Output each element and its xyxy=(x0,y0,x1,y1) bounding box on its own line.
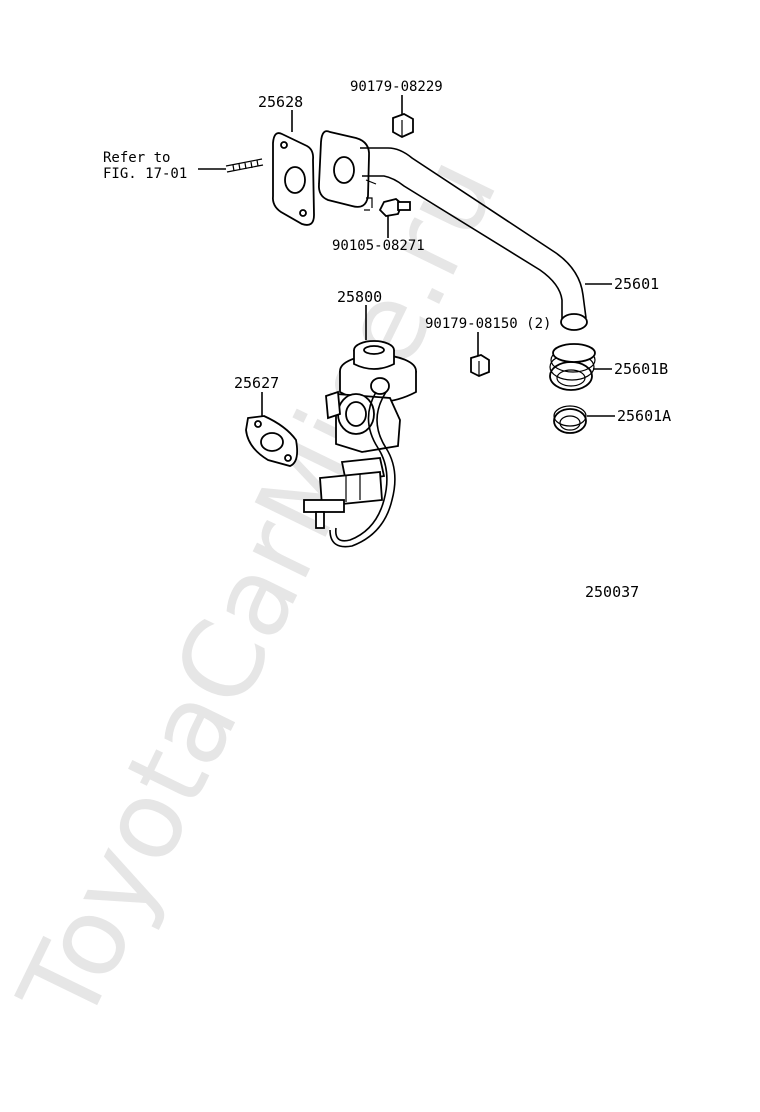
gasket-25628 xyxy=(272,132,315,226)
reference-note-line2: FIG. 17-01 xyxy=(103,166,187,182)
stud-bolt xyxy=(225,158,264,173)
bellows-25601B xyxy=(549,343,596,391)
label-90105-08271: 90105-08271 xyxy=(332,238,425,254)
label-90179-08150: 90179-08150 (2) xyxy=(425,316,551,332)
label-25627: 25627 xyxy=(234,374,279,392)
nut-90179-08229 xyxy=(392,113,414,139)
label-25601A: 25601A xyxy=(617,407,671,425)
watermark: ToyotaCarMine.ru xyxy=(0,139,522,1043)
nut-90179-08150 xyxy=(470,354,490,377)
figure-id: 250037 xyxy=(585,583,639,601)
label-25800: 25800 xyxy=(337,288,382,306)
ring-25601A xyxy=(553,405,587,434)
label-25601: 25601 xyxy=(614,275,659,293)
egr-valve-25800 xyxy=(303,340,417,548)
reference-note-line1: Refer to xyxy=(103,150,170,166)
label-25601B: 25601B xyxy=(614,360,668,378)
label-25628: 25628 xyxy=(258,93,303,111)
gasket-25627 xyxy=(245,415,299,467)
label-90179-08229: 90179-08229 xyxy=(350,79,443,95)
egr-pipe-25601 xyxy=(318,130,588,331)
bolt-90105-08271 xyxy=(364,197,411,217)
